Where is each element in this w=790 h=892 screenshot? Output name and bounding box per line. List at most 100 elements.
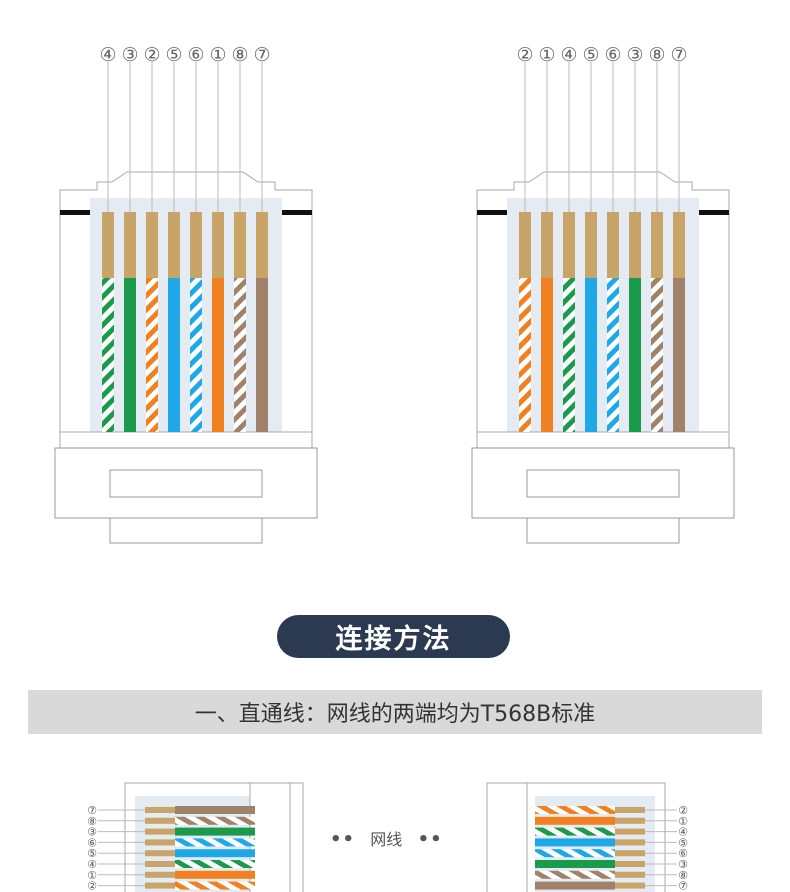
wire — [535, 827, 615, 836]
wire — [535, 860, 615, 868]
wire — [146, 278, 158, 432]
pin-number-label: ⑦ — [253, 44, 270, 66]
pin-contact — [168, 212, 180, 278]
wire — [212, 278, 224, 432]
pin-number-label: ⑧ — [87, 815, 97, 828]
wire — [190, 278, 202, 432]
pin-number-label: ⑧ — [678, 869, 688, 882]
pin-contact — [212, 212, 224, 278]
wire — [535, 816, 615, 825]
pin-number-label: ⑥ — [87, 836, 97, 849]
pin-contact — [585, 212, 597, 278]
wire — [535, 849, 615, 858]
boot-window — [109, 469, 263, 498]
pin-contact — [145, 850, 175, 857]
pin-number-label: ② — [87, 880, 97, 892]
boot-window — [526, 469, 680, 498]
pin-contact — [629, 212, 641, 278]
wire — [168, 278, 180, 432]
connector-boot — [486, 782, 528, 892]
pin-number-label: ① — [538, 44, 555, 66]
pin-contact — [615, 871, 645, 878]
wire — [175, 860, 255, 868]
wire — [175, 881, 255, 890]
pin-number-label: ③ — [121, 44, 138, 66]
pin-number-label: ② — [516, 44, 533, 66]
pin-contact — [146, 212, 158, 278]
pin-number-label: ⑧ — [231, 44, 248, 66]
wire — [607, 278, 619, 432]
pin-contact — [145, 861, 175, 867]
pin-number-label: ④ — [560, 44, 577, 66]
pin-contact — [607, 212, 619, 278]
inner-housing — [507, 198, 699, 435]
latch-line — [282, 210, 312, 215]
pin-contact — [541, 212, 553, 278]
cable-label: 网线 — [370, 830, 403, 849]
pin-contact — [145, 882, 175, 889]
connector-base — [476, 431, 730, 449]
wire — [519, 278, 531, 432]
pin-number-label: ⑥ — [678, 847, 688, 860]
wire — [541, 278, 553, 432]
pin-number-label: ⑦ — [670, 44, 687, 66]
dots-left: •• — [330, 829, 356, 850]
pin-number-label: ③ — [626, 44, 643, 66]
boot-tab — [109, 517, 263, 544]
wire — [256, 278, 268, 432]
connector-base — [59, 431, 313, 449]
wire — [629, 278, 641, 432]
pin-number-label: ③ — [678, 858, 688, 871]
wire — [175, 838, 255, 847]
pin-number-label: ⑤ — [165, 44, 182, 66]
boot-tab — [526, 517, 680, 544]
pin-number-label: ① — [209, 44, 226, 66]
pin-number-label: ② — [678, 804, 688, 817]
pin-contact — [145, 871, 175, 878]
pin-number-label: ⑤ — [582, 44, 599, 66]
dots-right: •• — [417, 829, 443, 850]
pin-number-label: ⑦ — [678, 880, 688, 892]
pin-contact — [563, 212, 575, 278]
pin-number-label: ⑤ — [87, 847, 97, 860]
connector-boot — [249, 782, 291, 892]
inner-housing — [90, 198, 282, 435]
wire — [175, 870, 255, 879]
pin-number-label: ① — [87, 869, 97, 882]
pin-contact — [615, 861, 645, 867]
pin-number-label: ③ — [87, 826, 97, 839]
wire — [673, 278, 685, 432]
pin-number-label: ④ — [99, 44, 116, 66]
wire — [234, 278, 246, 432]
wire — [124, 278, 136, 432]
wire — [563, 278, 575, 432]
pin-number-label: ⑦ — [87, 804, 97, 817]
pin-number-label: ④ — [87, 858, 97, 871]
pin-number-label: ⑧ — [648, 44, 665, 66]
wire — [535, 870, 615, 879]
pin-contact — [519, 212, 531, 278]
wire — [175, 827, 255, 836]
pin-contact — [145, 817, 175, 824]
wire — [535, 881, 615, 890]
pin-number-label: ⑥ — [604, 44, 621, 66]
pin-contact — [145, 807, 175, 813]
pin-contact — [615, 850, 645, 857]
pin-contact — [234, 212, 246, 278]
wire — [651, 278, 663, 432]
connection-method-button[interactable]: 连接方法 — [277, 615, 510, 658]
wire — [175, 849, 255, 858]
pin-contact — [615, 839, 645, 846]
wire — [102, 278, 114, 432]
pin-contact — [145, 839, 175, 846]
pin-contact — [651, 212, 663, 278]
pin-number-label: ④ — [678, 826, 688, 839]
pin-contact — [190, 212, 202, 278]
latch-line — [699, 210, 729, 215]
cable-label-group: •• 网线 •• — [330, 826, 443, 850]
wire — [585, 278, 597, 432]
